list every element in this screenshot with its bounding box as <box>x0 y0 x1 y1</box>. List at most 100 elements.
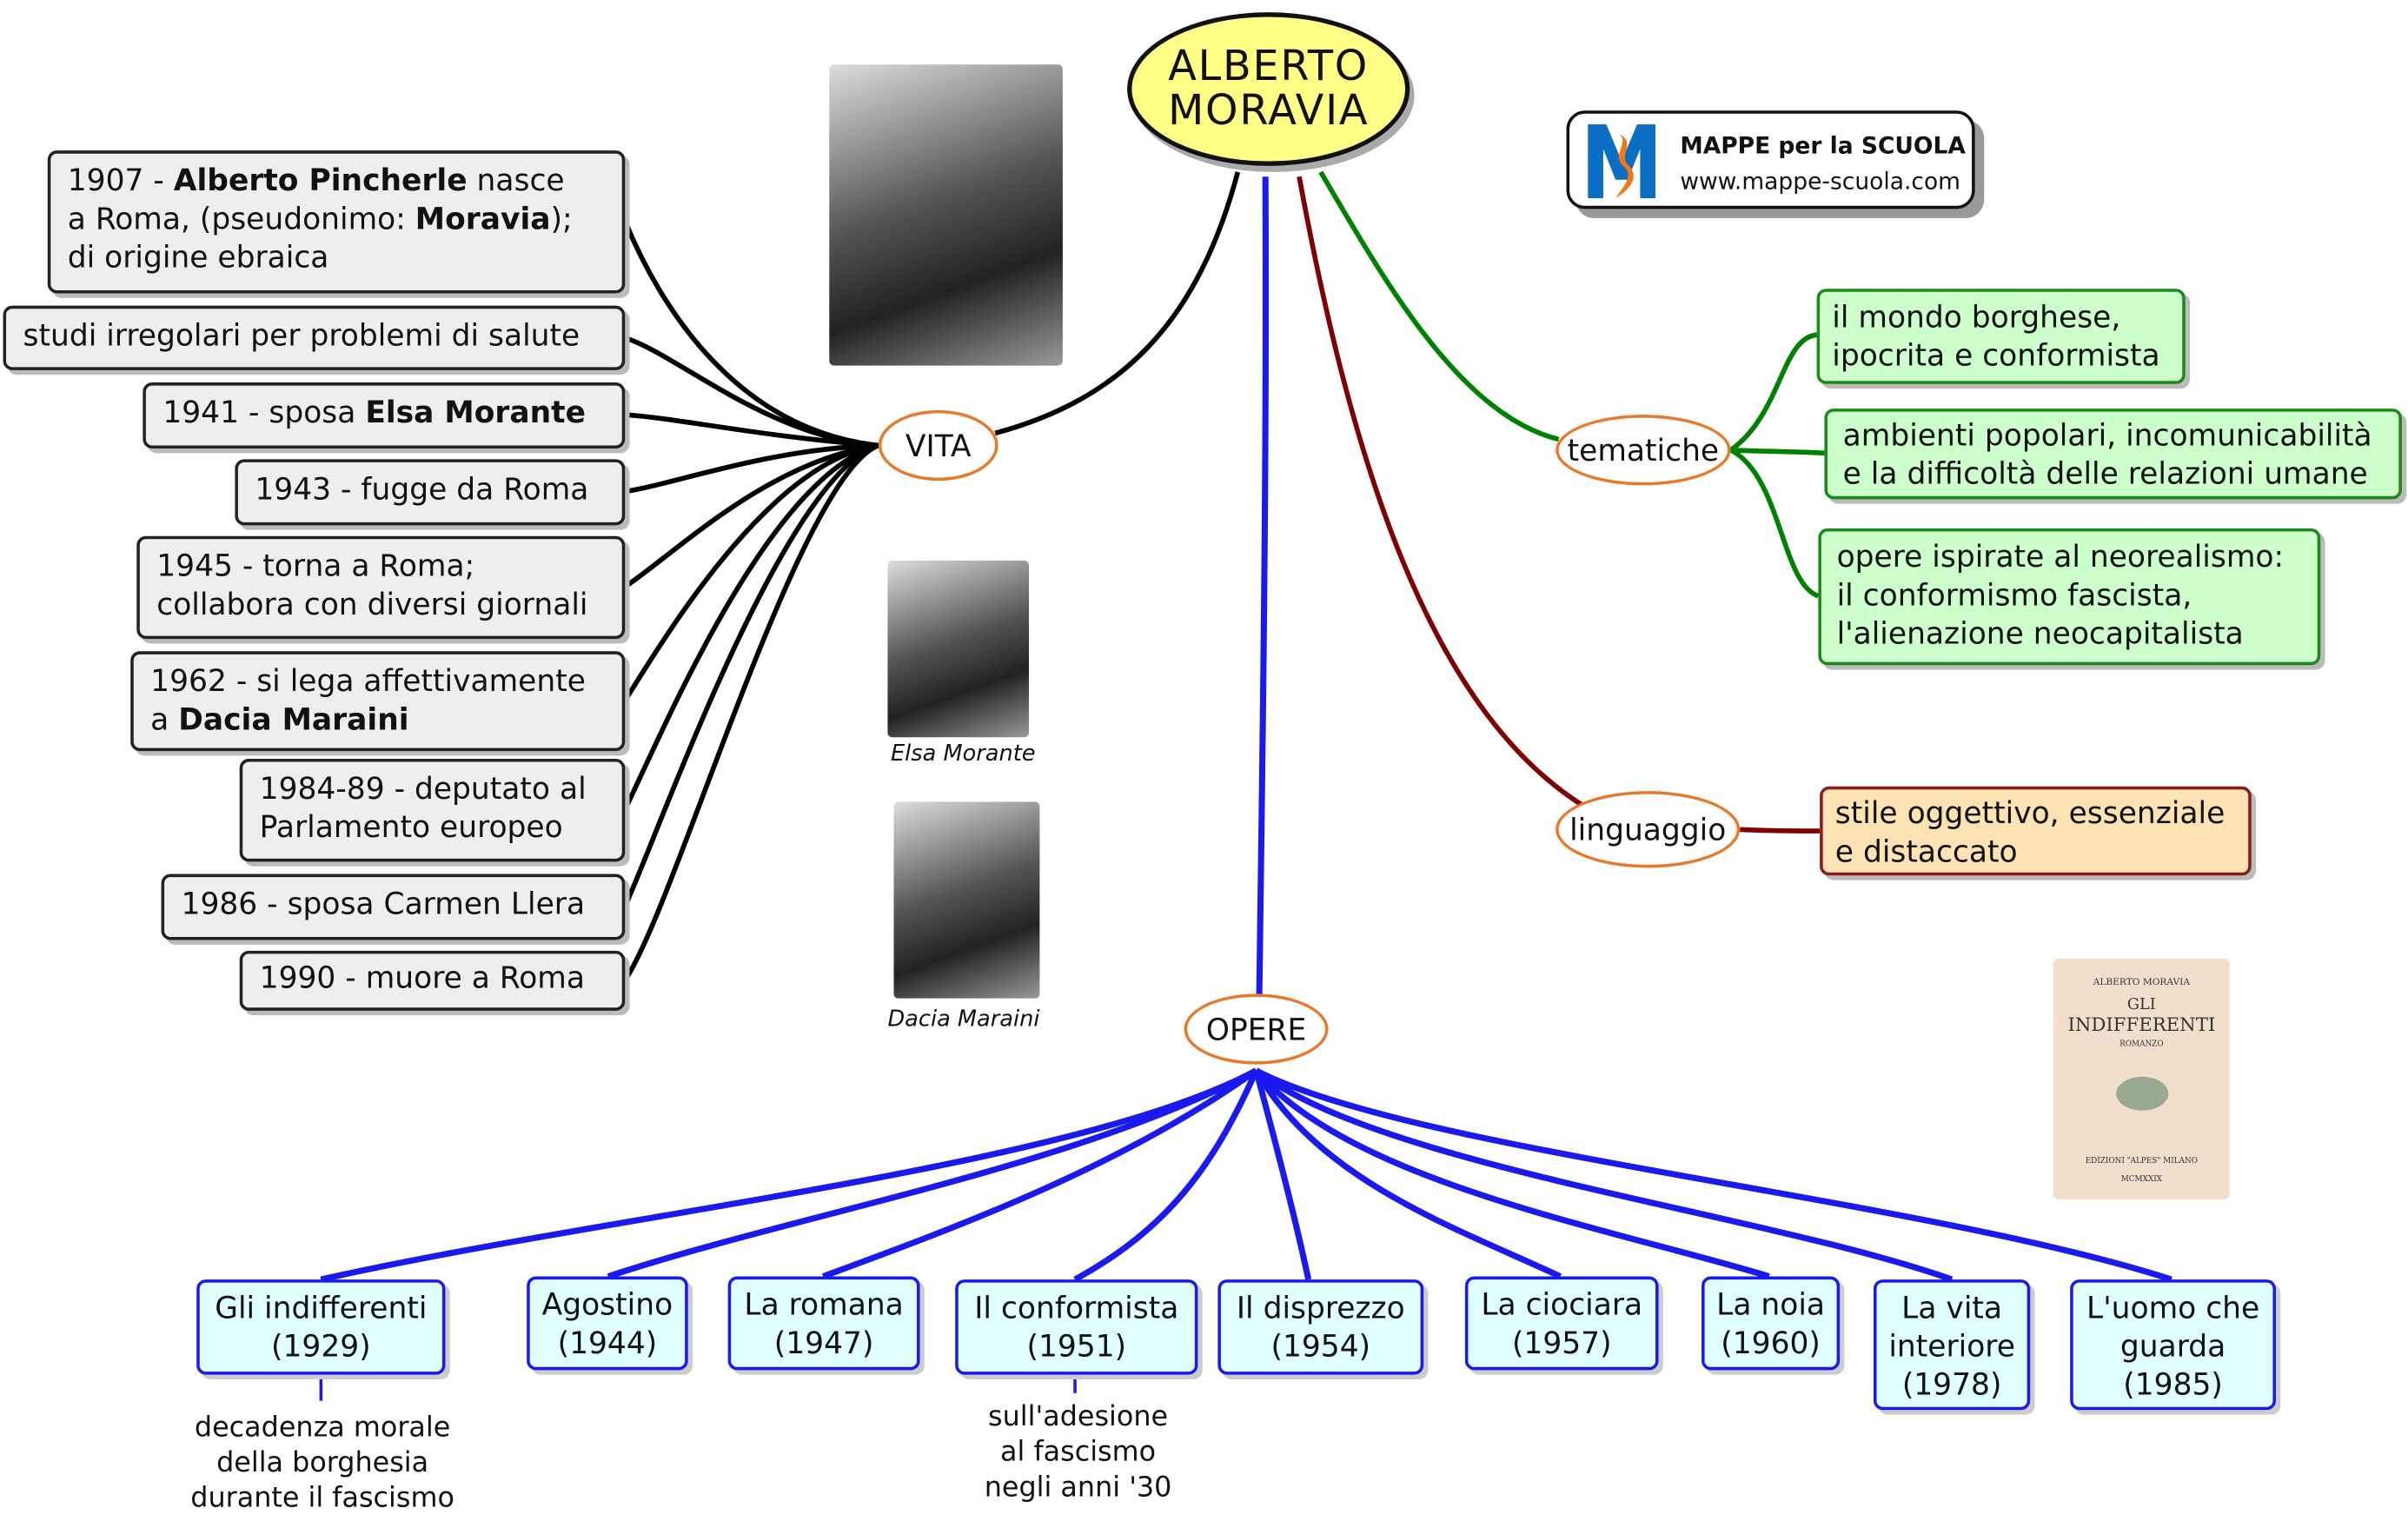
logo-title: MAPPE per la SCUOLA <box>1680 131 1966 160</box>
text: durante il fascismo <box>190 1482 454 1515</box>
work-la-romana[interactable]: La romana(1947) <box>727 1276 920 1371</box>
text: decadenza morale <box>194 1412 451 1445</box>
central-title-line1: ALBERTO <box>1168 43 1370 91</box>
text: di origine ebraica <box>67 239 329 276</box>
work-year: (1954) <box>1270 1328 1371 1365</box>
vita-item-1990[interactable]: 1990 - muore a Roma <box>239 950 626 1011</box>
node-opere-label: OPERE <box>1205 1011 1307 1047</box>
vita-item-1986[interactable]: 1986 - sposa Carmen Llera <box>161 874 626 940</box>
text: 1907 - <box>67 163 174 198</box>
logo[interactable]: MAPPE per la SCUOLA www.mappe-scuola.com <box>1566 110 1975 209</box>
text: Parlamento europeo <box>259 809 563 845</box>
vita-item-1907[interactable]: 1907 - Alberto Pincherle nasce a Roma, (… <box>47 150 626 294</box>
book-subtitle: ROMANZO <box>2119 1040 2164 1049</box>
text: nasce <box>467 163 565 198</box>
work-year: (1944) <box>557 1325 658 1361</box>
text: ambienti popolari, incomunicabilità <box>1842 417 2372 454</box>
work-title: La ciociara <box>1481 1286 1643 1323</box>
text: della borghesia <box>216 1446 429 1479</box>
vita-item-1945[interactable]: 1945 - torna a Roma;collabora con divers… <box>136 535 626 640</box>
node-tematiche-label: tematiche <box>1567 432 1720 468</box>
moravia-portrait <box>829 64 1063 366</box>
book-author: ALBERTO MORAVIA <box>2093 976 2191 988</box>
node-tematiche[interactable]: tematiche <box>1556 415 1731 486</box>
text: opere ispirate al neorealismo: <box>1836 539 2285 575</box>
node-linguaggio[interactable]: linguaggio <box>1556 791 1741 868</box>
dacia-maraini-caption: Dacia Maraini <box>887 1007 1040 1033</box>
logo-m-icon <box>1588 124 1656 198</box>
text: 1984-89 - deputato al <box>259 771 587 807</box>
work-il-disprezzo[interactable]: Il disprezzo(1954) <box>1217 1279 1424 1375</box>
work-year: (1929) <box>271 1328 371 1365</box>
text: 1990 - muore a Roma <box>259 960 585 996</box>
dacia-maraini-photo <box>893 801 1040 999</box>
work-title: L'uomo che <box>2086 1290 2260 1326</box>
text: il conformismo fascista, <box>1836 577 2192 614</box>
text: sull'adesione <box>988 1400 1169 1433</box>
work-title: interiore <box>1888 1328 2015 1365</box>
text: 1962 - si lega affettivamente <box>150 663 586 700</box>
work-year: (1985) <box>2123 1366 2223 1403</box>
work-title: La vita <box>1901 1290 2003 1326</box>
text: negli anni '30 <box>984 1471 1172 1505</box>
text: e distaccato <box>1834 834 2018 870</box>
text: 1941 - sposa <box>163 395 366 430</box>
work-title: Agostino <box>541 1286 673 1323</box>
text: l'alienazione neocapitalista <box>1836 615 2244 652</box>
text: 1945 - torna a Roma; <box>156 548 475 584</box>
central-topic[interactable]: ALBERTO MORAVIA <box>1127 12 1410 166</box>
work-title: La noia <box>1716 1286 1826 1323</box>
work-year: (1957) <box>1511 1325 1612 1361</box>
work-agostino[interactable]: Agostino(1944) <box>527 1276 688 1371</box>
node-linguaggio-label: linguaggio <box>1569 811 1727 847</box>
work-gli-indifferenti[interactable]: Gli indifferenti(1929) <box>196 1279 446 1375</box>
work-la-noia[interactable]: La noia(1960) <box>1702 1276 1841 1371</box>
book-cover-image: ALBERTO MORAVIA GLI INDIFFERENTI ROMANZO… <box>2053 958 2230 1200</box>
work-title: Gli indifferenti <box>215 1290 428 1326</box>
work-title: Il disprezzo <box>1236 1290 1405 1326</box>
text: a <box>150 701 179 738</box>
work-year: (1960) <box>1721 1325 1821 1361</box>
node-opere[interactable]: OPERE <box>1184 993 1329 1065</box>
text: ); <box>550 201 573 237</box>
node-vita[interactable]: VITA <box>878 409 998 482</box>
vita-item-studi[interactable]: studi irregolari per problemi di salute <box>3 305 626 370</box>
book-publisher: EDIZIONI "ALPES" MILANO <box>2085 1156 2199 1166</box>
book-title-1: GLI <box>2126 996 2156 1014</box>
vita-item-1943[interactable]: 1943 - fugge da Roma <box>235 459 626 526</box>
book-title-2: INDIFFERENTI <box>2067 1013 2216 1036</box>
vita-item-1941[interactable]: 1941 - sposa Elsa Morante <box>143 382 626 449</box>
work-title: La romana <box>744 1286 904 1323</box>
logo-url[interactable]: www.mappe-scuola.com <box>1680 167 1960 196</box>
work-la-ciociara[interactable]: La ciociara(1957) <box>1464 1276 1659 1371</box>
text: stile oggettivo, essenziale <box>1834 795 2226 832</box>
work-title: Il conformista <box>974 1290 1179 1326</box>
work-year: (1951) <box>1026 1328 1127 1365</box>
text: collabora con diversi giornali <box>156 587 588 622</box>
tematica-item[interactable]: opere ispirate al neorealismo:il conform… <box>1818 528 2321 666</box>
book-year: MCMXXIX <box>2120 1174 2162 1185</box>
text: studi irregolari per problemi di salute <box>23 317 580 354</box>
text: il mondo borghese, <box>1832 299 2121 335</box>
work-title: guarda <box>2119 1328 2226 1365</box>
text-bold: Elsa Morante <box>365 395 587 430</box>
text-bold: Alberto Pincherle <box>173 163 468 198</box>
central-title-line2: MORAVIA <box>1168 87 1370 136</box>
work-year: (1978) <box>1901 1366 2002 1403</box>
text: al fascismo <box>1000 1436 1157 1469</box>
text: ipocrita e conformista <box>1832 337 2160 374</box>
tematica-item[interactable]: il mondo borghese,ipocrita e conformista <box>1816 289 2186 384</box>
work-il-conformista[interactable]: Il conformista(1951) <box>955 1279 1198 1375</box>
work-year: (1947) <box>773 1325 874 1361</box>
text: 1986 - sposa Carmen Llera <box>181 886 586 922</box>
